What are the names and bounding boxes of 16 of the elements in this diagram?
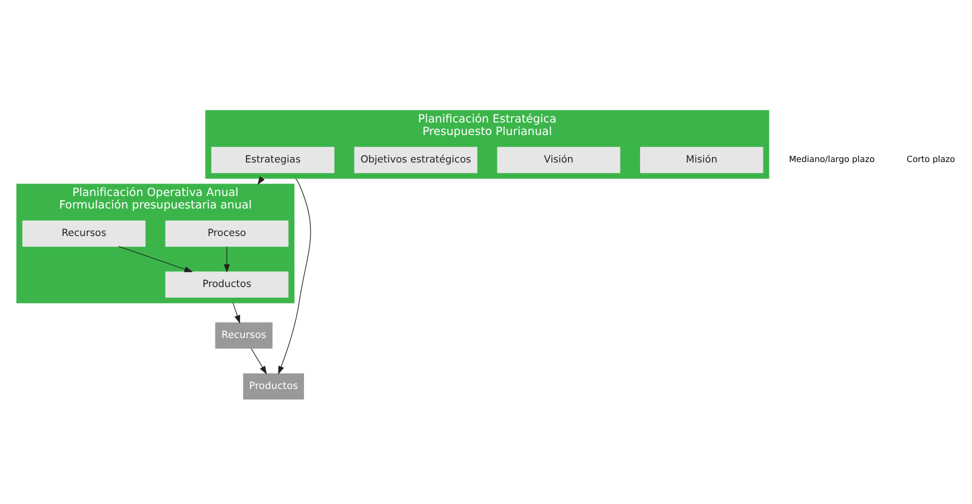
node-box: Productos: [165, 271, 288, 298]
node-box: Objetivos estratégicos: [354, 146, 478, 174]
arrow: [118, 246, 193, 272]
node-box: Productos: [243, 373, 304, 400]
arrow: [232, 302, 240, 324]
label: Corto plazo: [906, 155, 956, 166]
label: Mediano/largo plazo: [788, 155, 875, 166]
node-box: Estrategias: [211, 146, 334, 174]
node-box: Proceso: [165, 220, 288, 247]
node-box: Recursos: [215, 322, 272, 349]
arrow: [224, 246, 230, 273]
node-box: Misión: [640, 146, 764, 174]
arrow: [278, 178, 311, 375]
node-box: Visión: [497, 146, 620, 174]
arrow: [250, 348, 267, 375]
node-box: Recursos: [22, 220, 146, 247]
